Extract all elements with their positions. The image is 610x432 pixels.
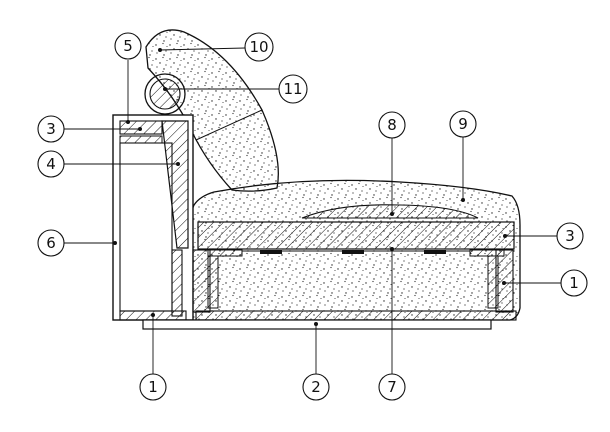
callout-5-label: 5	[123, 37, 133, 55]
callout-9-label: 9	[458, 115, 468, 133]
webbing-clip-1	[260, 250, 282, 254]
callout-9: 9	[449, 110, 477, 138]
seat-board	[197, 221, 515, 250]
callout-3-left-label: 3	[46, 120, 56, 138]
callout-6-label: 6	[46, 234, 56, 252]
bolster-roll	[144, 73, 186, 115]
callout-8: 8	[378, 111, 406, 139]
callout-4: 4	[37, 150, 65, 178]
seat-frame-inner-left	[207, 255, 219, 309]
callout-1-right: 1	[560, 269, 588, 297]
leader-dots	[113, 48, 507, 326]
leader-lines	[64, 47, 561, 374]
callout-5: 5	[114, 32, 142, 60]
callout-2-label: 2	[311, 378, 321, 396]
armrest-strip	[119, 135, 163, 144]
seat-frame-right-leg	[495, 249, 514, 313]
backrest-seam	[195, 109, 263, 141]
callout-2: 2	[302, 373, 330, 401]
callout-7-label: 7	[387, 378, 397, 396]
callout-3-right-label: 3	[565, 227, 575, 245]
seat-frame-inner-right	[487, 255, 499, 309]
armrest-post	[171, 249, 183, 317]
callout-11-label: 11	[283, 80, 302, 98]
seat-frame-cap-right	[469, 249, 505, 257]
callout-10: 10	[244, 32, 274, 62]
seat-bottom-rail	[195, 310, 517, 321]
seat-frame-cap-left	[207, 249, 243, 257]
callout-1-bottom: 1	[139, 373, 167, 401]
webbing-clip-2	[342, 250, 364, 254]
callout-3-left: 3	[37, 115, 65, 143]
callout-3-right: 3	[556, 222, 584, 250]
callout-1-right-label: 1	[569, 274, 579, 292]
seat-foam-pad	[301, 204, 479, 219]
callout-10-label: 10	[249, 38, 268, 56]
callout-7: 7	[378, 373, 406, 401]
callout-1-bottom-label: 1	[148, 378, 158, 396]
callout-8-label: 8	[387, 116, 397, 134]
callout-6: 6	[37, 229, 65, 257]
seat-frame-left-leg	[192, 249, 211, 313]
callout-4-label: 4	[46, 155, 56, 173]
armrest-inner-panel	[119, 142, 173, 312]
back-board	[161, 120, 189, 249]
webbing-clip-3	[424, 250, 446, 254]
bolster-core	[149, 78, 181, 110]
callout-11: 11	[278, 74, 308, 104]
callouts: 5 10 11 3 4 6 8 9	[37, 32, 588, 401]
